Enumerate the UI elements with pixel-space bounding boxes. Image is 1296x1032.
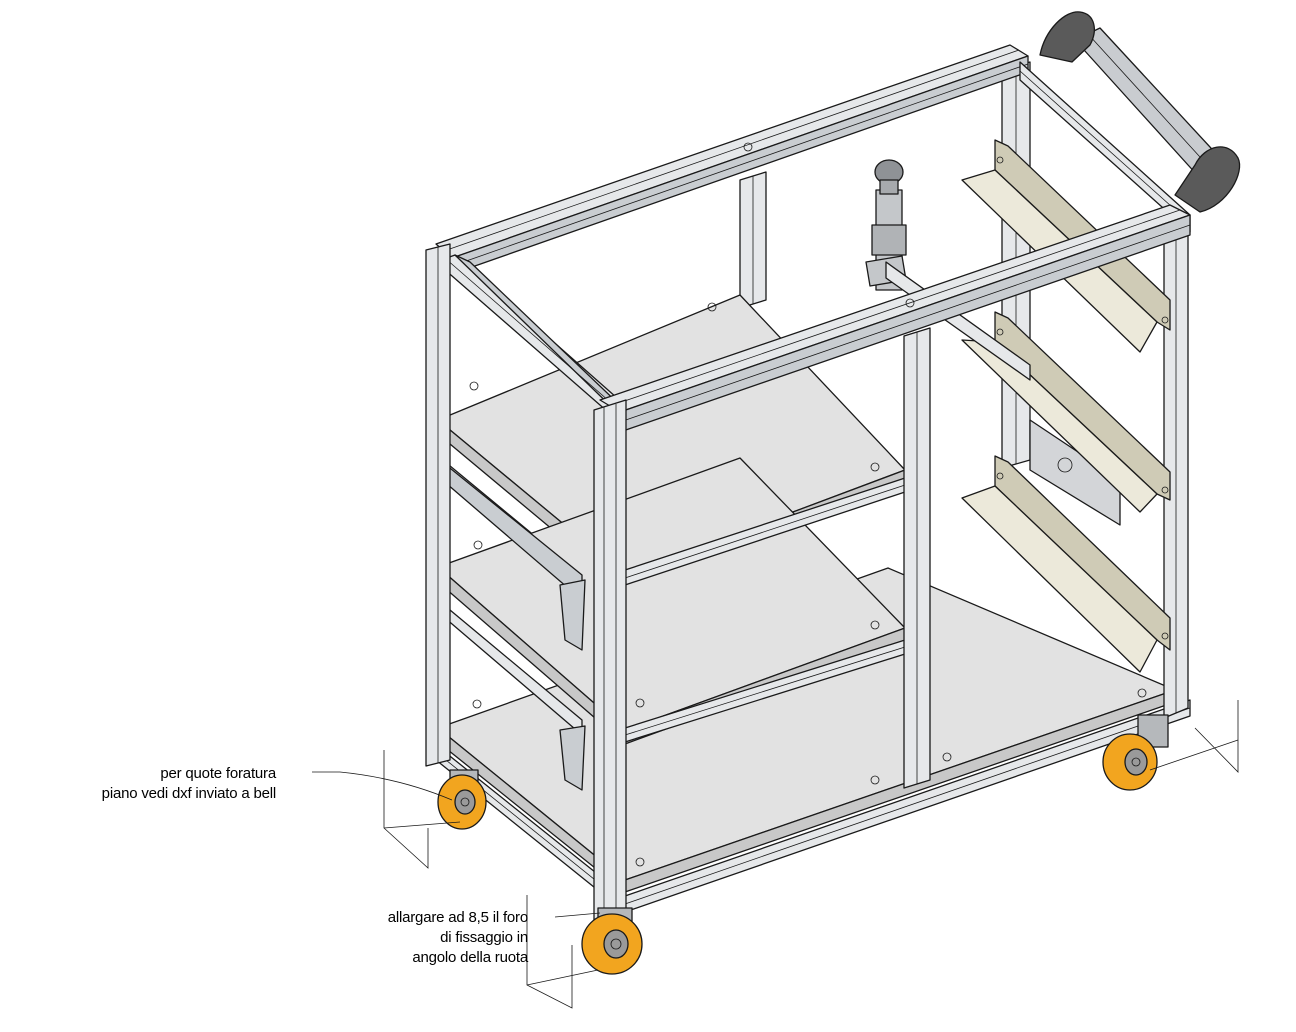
angle-bracket-bottom [961, 455, 1171, 673]
right-side-frame [1019, 61, 1191, 719]
wheel-hole-note-line2: di fissaggio in [440, 929, 528, 946]
left-rear-upright [425, 243, 451, 767]
drilling-note-line1: per quote foratura [160, 765, 276, 782]
front-top-rails [435, 204, 1191, 433]
drilling-note: per quote foratura piano vedi dxf inviat… [60, 764, 277, 804]
drilling-note-line2: piano vedi dxf inviato a bell [101, 785, 277, 802]
wheel-hole-note: allargare ad 8,5 il foro di fissaggio in… [340, 908, 528, 968]
caster-wheel-left-rear [437, 769, 487, 830]
shelf-supports [439, 459, 586, 791]
front-middle-upright [903, 327, 931, 789]
caster-wheel-front-left [581, 907, 643, 975]
wheel-hole-note-line3: angolo della ruota [412, 949, 528, 966]
wheel-hole-note-line1: allargare ad 8,5 il foro [387, 909, 528, 926]
push-handle [1039, 11, 1241, 213]
front-left-upright [593, 399, 627, 921]
leader-lines [312, 700, 1239, 1009]
caster-wheel-right-front [1102, 714, 1169, 791]
